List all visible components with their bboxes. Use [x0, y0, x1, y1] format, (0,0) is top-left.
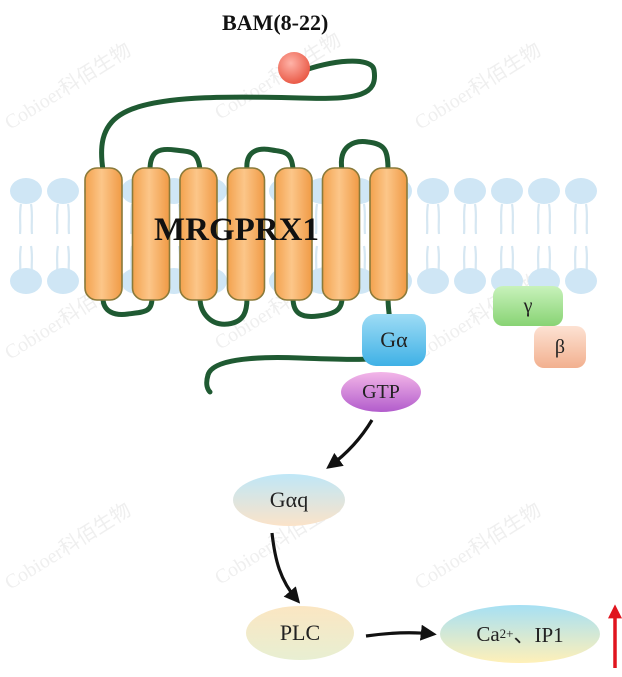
ip1-text: 、IP1: [513, 623, 564, 647]
g-beta-label: β: [554, 335, 566, 358]
lipid-tail-outer: [536, 203, 552, 235]
ca-charge: 2+: [499, 626, 514, 641]
watermark-text: Cobioer科佰生物: [210, 28, 345, 124]
icl-3: [290, 295, 345, 319]
watermark-text: Cobioer科佰生物: [0, 498, 135, 594]
ecl-3: [338, 139, 391, 173]
lipid-tail-outer: [18, 203, 34, 235]
lipid-tail-outer: [55, 203, 71, 235]
ligand-label: BAM(8-22): [222, 10, 329, 35]
transmembrane-helices: [84, 167, 408, 301]
icl-1: [100, 295, 155, 317]
helix-4: [226, 167, 266, 301]
lipid-head-inner: [565, 268, 597, 294]
arrow-gtp-to-gaq: [326, 419, 374, 469]
lipid-tail-outer: [499, 203, 515, 235]
lipid-tail-outer: [425, 203, 441, 235]
lipid-head-outer: [528, 178, 560, 204]
helix-7: [369, 167, 408, 301]
watermark-text: Cobioer科佰生物: [410, 38, 545, 134]
lipid-head-inner: [47, 268, 79, 294]
lipid-head-outer: [47, 178, 79, 204]
ecl-1: [147, 146, 203, 173]
ligand-bam-bubble: [278, 52, 310, 84]
lipid-tail-outer: [462, 203, 478, 235]
lipid-head-inner: [454, 268, 486, 294]
lipid-tail-outer: [573, 203, 589, 235]
lipid-head-inner: [417, 268, 449, 294]
receptor-label: MRGPRX1: [154, 212, 319, 248]
ecl-2: [244, 146, 296, 173]
n-terminus-loop: [99, 58, 378, 173]
gaq-label: Gαq: [269, 487, 309, 512]
g-gamma-subunit: [493, 286, 563, 326]
helix-1: [84, 167, 123, 301]
plc-bubble: [246, 606, 354, 660]
ca-text: Ca: [476, 621, 500, 646]
helix-3: [179, 167, 218, 301]
gaq-bubble: [233, 474, 345, 526]
lipid-head-outer: [491, 178, 523, 204]
lipid-head-inner: [10, 268, 42, 294]
arrow-gaq-to-plc: [270, 532, 301, 604]
icl-2: [197, 295, 250, 327]
helix-2: [131, 167, 171, 301]
arrow-plc-to-ca: [365, 624, 437, 641]
gtp-label: GTP: [362, 380, 400, 403]
g-alpha-label: Gα: [380, 327, 408, 352]
gtp-bubble: [341, 372, 421, 412]
lipid-head-outer: [565, 178, 597, 204]
ca-ip1-bubble: [440, 605, 600, 663]
lipid-head-outer: [454, 178, 486, 204]
plc-label: PLC: [279, 620, 321, 645]
helix-5: [274, 167, 313, 301]
g-alpha-subunit: [362, 314, 426, 366]
lipid-head-outer: [10, 178, 42, 204]
helix-6: [321, 167, 361, 301]
lipid-head-outer: [417, 178, 449, 204]
g-beta-subunit: [534, 326, 586, 368]
g-gamma-label: γ: [523, 294, 533, 317]
watermark-text: Cobioer科佰生物: [410, 498, 545, 594]
